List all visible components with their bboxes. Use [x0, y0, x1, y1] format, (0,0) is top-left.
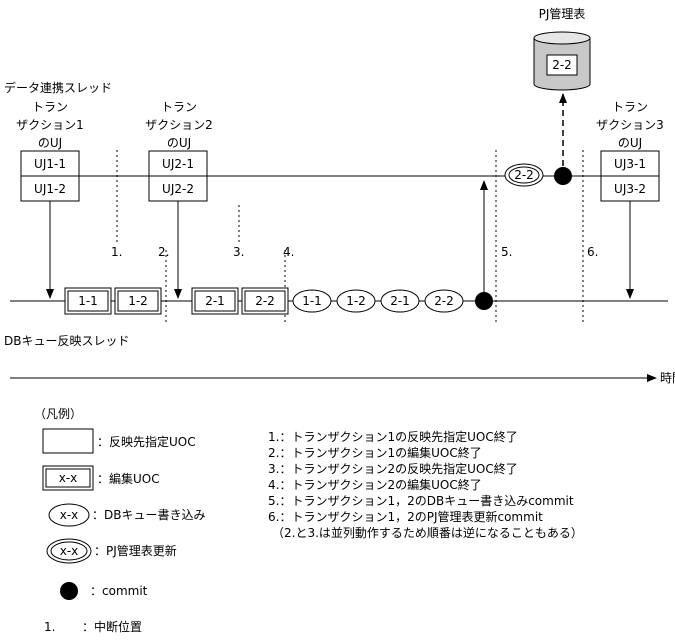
uj3-2: UJ3-2 [614, 182, 646, 196]
legend-symbol-3: x-x [60, 508, 79, 522]
note-6: 6.：トランザクション1，2のPJ管理表更新commit [268, 509, 543, 524]
queue-oval-3-label: 2-1 [390, 294, 410, 308]
queue-oval-1-label: 1-1 [302, 294, 322, 308]
legend-item-interrupt: 1. ：中断位置 [44, 619, 142, 634]
note-4: 4.：トランザクション2の編集UOC終了 [268, 477, 482, 492]
pj-table-cylinder: PJ管理表 2-2 [533, 6, 591, 91]
pos-label-1: 1. [111, 245, 122, 259]
legend-symbol-4: x-x [60, 544, 79, 558]
transaction-2-line-3: のUJ [167, 136, 191, 150]
pj-update-oval-label: 2-2 [514, 168, 534, 182]
queue-oval-4-label: 2-2 [434, 294, 454, 308]
pj-update-oval: 2-2 [504, 163, 544, 187]
note-5: 5.：トランザクション1，2のDBキュー書き込みcommit [268, 494, 574, 508]
uj2-1: UJ2-1 [162, 157, 194, 171]
top-commit-dot [554, 167, 572, 185]
legend-item-double-oval: x-x ：PJ管理表更新 [46, 538, 177, 564]
queue-oval-2: 1-2 [336, 289, 376, 313]
pj-table-label: PJ管理表 [539, 6, 586, 21]
uj1-2: UJ1-2 [34, 182, 66, 196]
pj-table-record: 2-2 [552, 58, 572, 72]
transaction-3-line-2: ザクション3 [596, 118, 664, 132]
queue-oval-4: 2-2 [424, 289, 464, 313]
note-2: 2.：トランザクション1の編集UOC終了 [268, 445, 482, 460]
thread-top-label: データ連携スレッド [4, 80, 112, 95]
queue-box-3: 2-1 [191, 287, 239, 315]
pos-label-6: 6. [587, 245, 598, 259]
legend-label-5: ：commit [90, 584, 148, 598]
queue-box-2: 1-2 [114, 287, 162, 315]
transaction-1-line-2: ザクション1 [16, 118, 84, 132]
transaction-2-line-2: ザクション2 [145, 118, 213, 132]
legend-label-6: ：中断位置 [82, 619, 142, 634]
legend-symbol-6: 1. [44, 620, 55, 634]
transaction-3-line-3: のUJ [618, 136, 642, 150]
legend-item-plain-box: ：反映先指定UOC [42, 428, 196, 454]
note-3: 3.：トランザクション2の反映先指定UOC終了 [268, 461, 518, 476]
time-label: 時間 [660, 371, 675, 385]
queue-oval-3: 2-1 [380, 289, 420, 313]
legend-title: （凡例） [34, 407, 82, 421]
note-1: 1.：トランザクション1の反映先指定UOC終了 [268, 429, 518, 444]
uj2-2: UJ2-2 [162, 182, 194, 196]
transaction-1-line-1: トラン [32, 100, 68, 114]
queue-box-3-label: 2-1 [205, 294, 225, 308]
pos-label-5: 5. [501, 245, 512, 259]
transaction-1: トラン ザクション1 のUJ UJ1-1 UJ1-2 [16, 100, 84, 202]
legend-item-commit: ：commit [60, 582, 148, 600]
legend-label-4: ：PJ管理表更新 [94, 543, 177, 558]
legend-symbol-2: x-x [59, 471, 78, 485]
bottom-commit-dot [475, 292, 493, 310]
legend-label-1: ：反映先指定UOC [97, 434, 196, 449]
pos-label-4: 4. [283, 245, 294, 259]
uj3-1: UJ3-1 [614, 157, 646, 171]
queue-box-4-label: 2-2 [255, 294, 275, 308]
notes: 1.：トランザクション1の反映先指定UOC終了 2.：トランザクション1の編集U… [268, 429, 583, 540]
transaction-3: トラン ザクション3 のUJ UJ3-1 UJ3-2 [596, 100, 664, 202]
legend-label-3: ：DBキュー書き込み [92, 508, 205, 522]
queue-box-1: 1-1 [64, 287, 112, 315]
queue-oval-1: 1-1 [292, 289, 332, 313]
pos-label-3: 3. [233, 245, 244, 259]
thread-bottom-label: DBキュー反映スレッド [4, 334, 129, 348]
transaction-3-line-1: トラン [612, 100, 648, 114]
transaction-2: トラン ザクション2 のUJ UJ2-1 UJ2-2 [145, 100, 213, 202]
legend-item-double-box: x-x ：編集UOC [42, 465, 160, 491]
queue-oval-2-label: 1-2 [346, 294, 366, 308]
queue-box-2-label: 1-2 [128, 294, 148, 308]
queue-box-4: 2-2 [241, 287, 289, 315]
uj1-1: UJ1-1 [34, 157, 66, 171]
transaction-2-line-1: トラン [161, 100, 197, 114]
legend-label-2: ：編集UOC [97, 471, 160, 486]
pos-label-2: 2. [158, 245, 169, 259]
transaction-1-line-3: のUJ [38, 136, 62, 150]
queue-box-1-label: 1-1 [78, 294, 98, 308]
legend-item-oval: x-x ：DBキュー書き込み [48, 503, 205, 527]
note-7: （2.と3.は並列動作するため順番は逆になることもある） [272, 525, 583, 540]
